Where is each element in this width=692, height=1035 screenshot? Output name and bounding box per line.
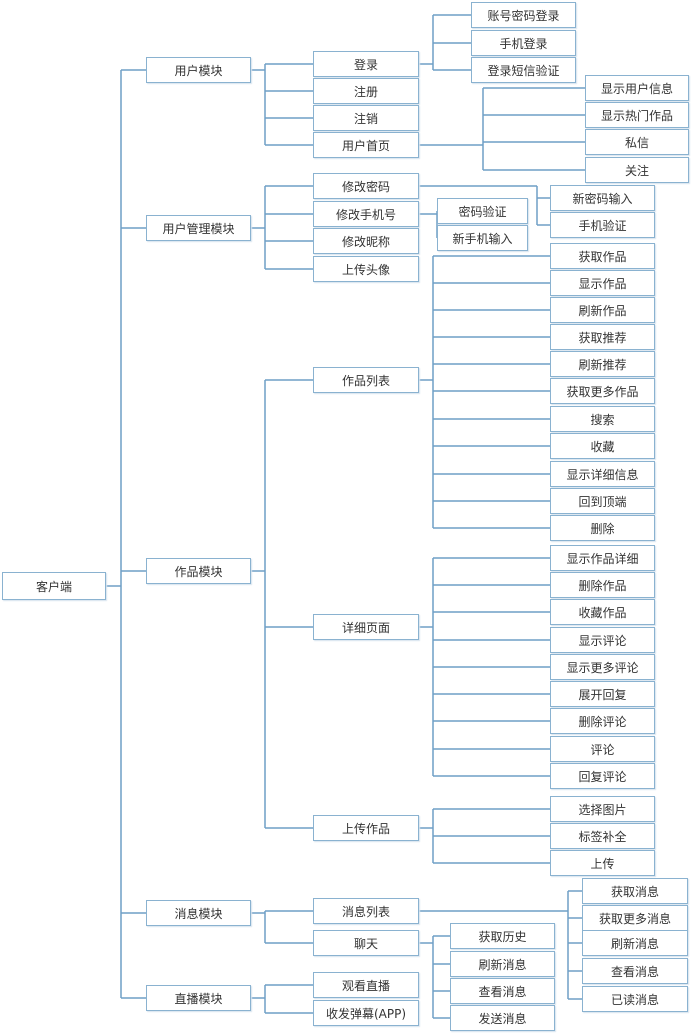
node-delete-work: 删除作品 (550, 572, 655, 598)
node-private-message: 私信 (585, 129, 689, 155)
node-show-comments: 显示评论 (550, 627, 655, 653)
node-register: 注册 (313, 78, 419, 104)
node-favorite-work: 收藏作品 (550, 599, 655, 625)
node-get-history: 获取历史 (450, 923, 555, 949)
node-live-module: 直播模块 (146, 985, 251, 1011)
node-works-module: 作品模块 (146, 558, 251, 584)
node-tag-complete: 标签补全 (550, 823, 655, 849)
node-upload: 上传 (550, 850, 655, 876)
node-account-password-login: 账号密码登录 (471, 2, 576, 28)
node-refresh-message-chat: 刷新消息 (450, 951, 555, 977)
node-sms-login: 登录短信验证 (471, 57, 576, 83)
node-upload-avatar: 上传头像 (313, 256, 419, 282)
node-message-module: 消息模块 (146, 900, 251, 926)
node-phone-verify: 手机验证 (550, 212, 655, 238)
node-new-phone-input: 新手机输入 (437, 225, 528, 251)
node-search: 搜索 (550, 406, 655, 432)
node-phone-login: 手机登录 (471, 30, 576, 56)
node-change-phone: 修改手机号 (313, 201, 419, 227)
node-refresh-message-list: 刷新消息 (582, 930, 688, 956)
node-favorite: 收藏 (550, 433, 655, 459)
node-user-mgmt-module: 用户管理模块 (146, 215, 251, 241)
node-message-list: 消息列表 (313, 898, 419, 924)
node-detail-page: 详细页面 (313, 614, 419, 640)
node-login: 登录 (313, 51, 419, 77)
node-show-more-comments: 显示更多评论 (550, 654, 655, 680)
node-follow: 关注 (585, 157, 689, 183)
node-view-message-chat: 查看消息 (450, 978, 555, 1004)
node-client: 客户端 (2, 572, 106, 600)
node-user-home: 用户首页 (313, 132, 419, 158)
node-select-image: 选择图片 (550, 796, 655, 822)
node-get-more-messages: 获取更多消息 (582, 905, 688, 931)
node-logout: 注销 (313, 105, 419, 131)
node-back-to-top: 回到顶端 (550, 488, 655, 514)
node-get-recommend: 获取推荐 (550, 324, 655, 350)
node-show-detail-info: 显示详细信息 (550, 461, 655, 487)
node-get-message: 获取消息 (582, 878, 688, 904)
node-send-receive-danmaku: 收发弹幕(APP) (313, 1000, 419, 1026)
node-view-message-list: 查看消息 (582, 958, 688, 984)
node-delete: 删除 (550, 515, 655, 541)
node-send-message: 发送消息 (450, 1005, 555, 1031)
node-chat: 聊天 (313, 930, 419, 956)
node-comment: 评论 (550, 736, 655, 762)
node-show-works: 显示作品 (550, 270, 655, 296)
node-delete-comment: 删除评论 (550, 708, 655, 734)
node-expand-replies: 展开回复 (550, 681, 655, 707)
node-show-work-detail: 显示作品详细 (550, 545, 655, 571)
node-change-nickname: 修改昵称 (313, 228, 419, 254)
node-change-password: 修改密码 (313, 173, 419, 199)
node-refresh-works: 刷新作品 (550, 297, 655, 323)
node-get-works: 获取作品 (550, 243, 655, 269)
node-password-verify: 密码验证 (437, 198, 528, 224)
node-show-hot-works: 显示热门作品 (585, 102, 689, 128)
node-refresh-recommend: 刷新推荐 (550, 351, 655, 377)
node-show-user-info: 显示用户信息 (585, 75, 689, 101)
node-reply-comment: 回复评论 (550, 763, 655, 789)
node-works-list: 作品列表 (313, 367, 419, 393)
node-read-message: 已读消息 (582, 986, 688, 1012)
node-upload-work: 上传作品 (313, 815, 419, 841)
node-get-more-works: 获取更多作品 (550, 378, 655, 404)
node-new-password-input: 新密码输入 (550, 185, 655, 211)
node-user-module: 用户模块 (146, 57, 251, 83)
node-watch-live: 观看直播 (313, 972, 419, 998)
